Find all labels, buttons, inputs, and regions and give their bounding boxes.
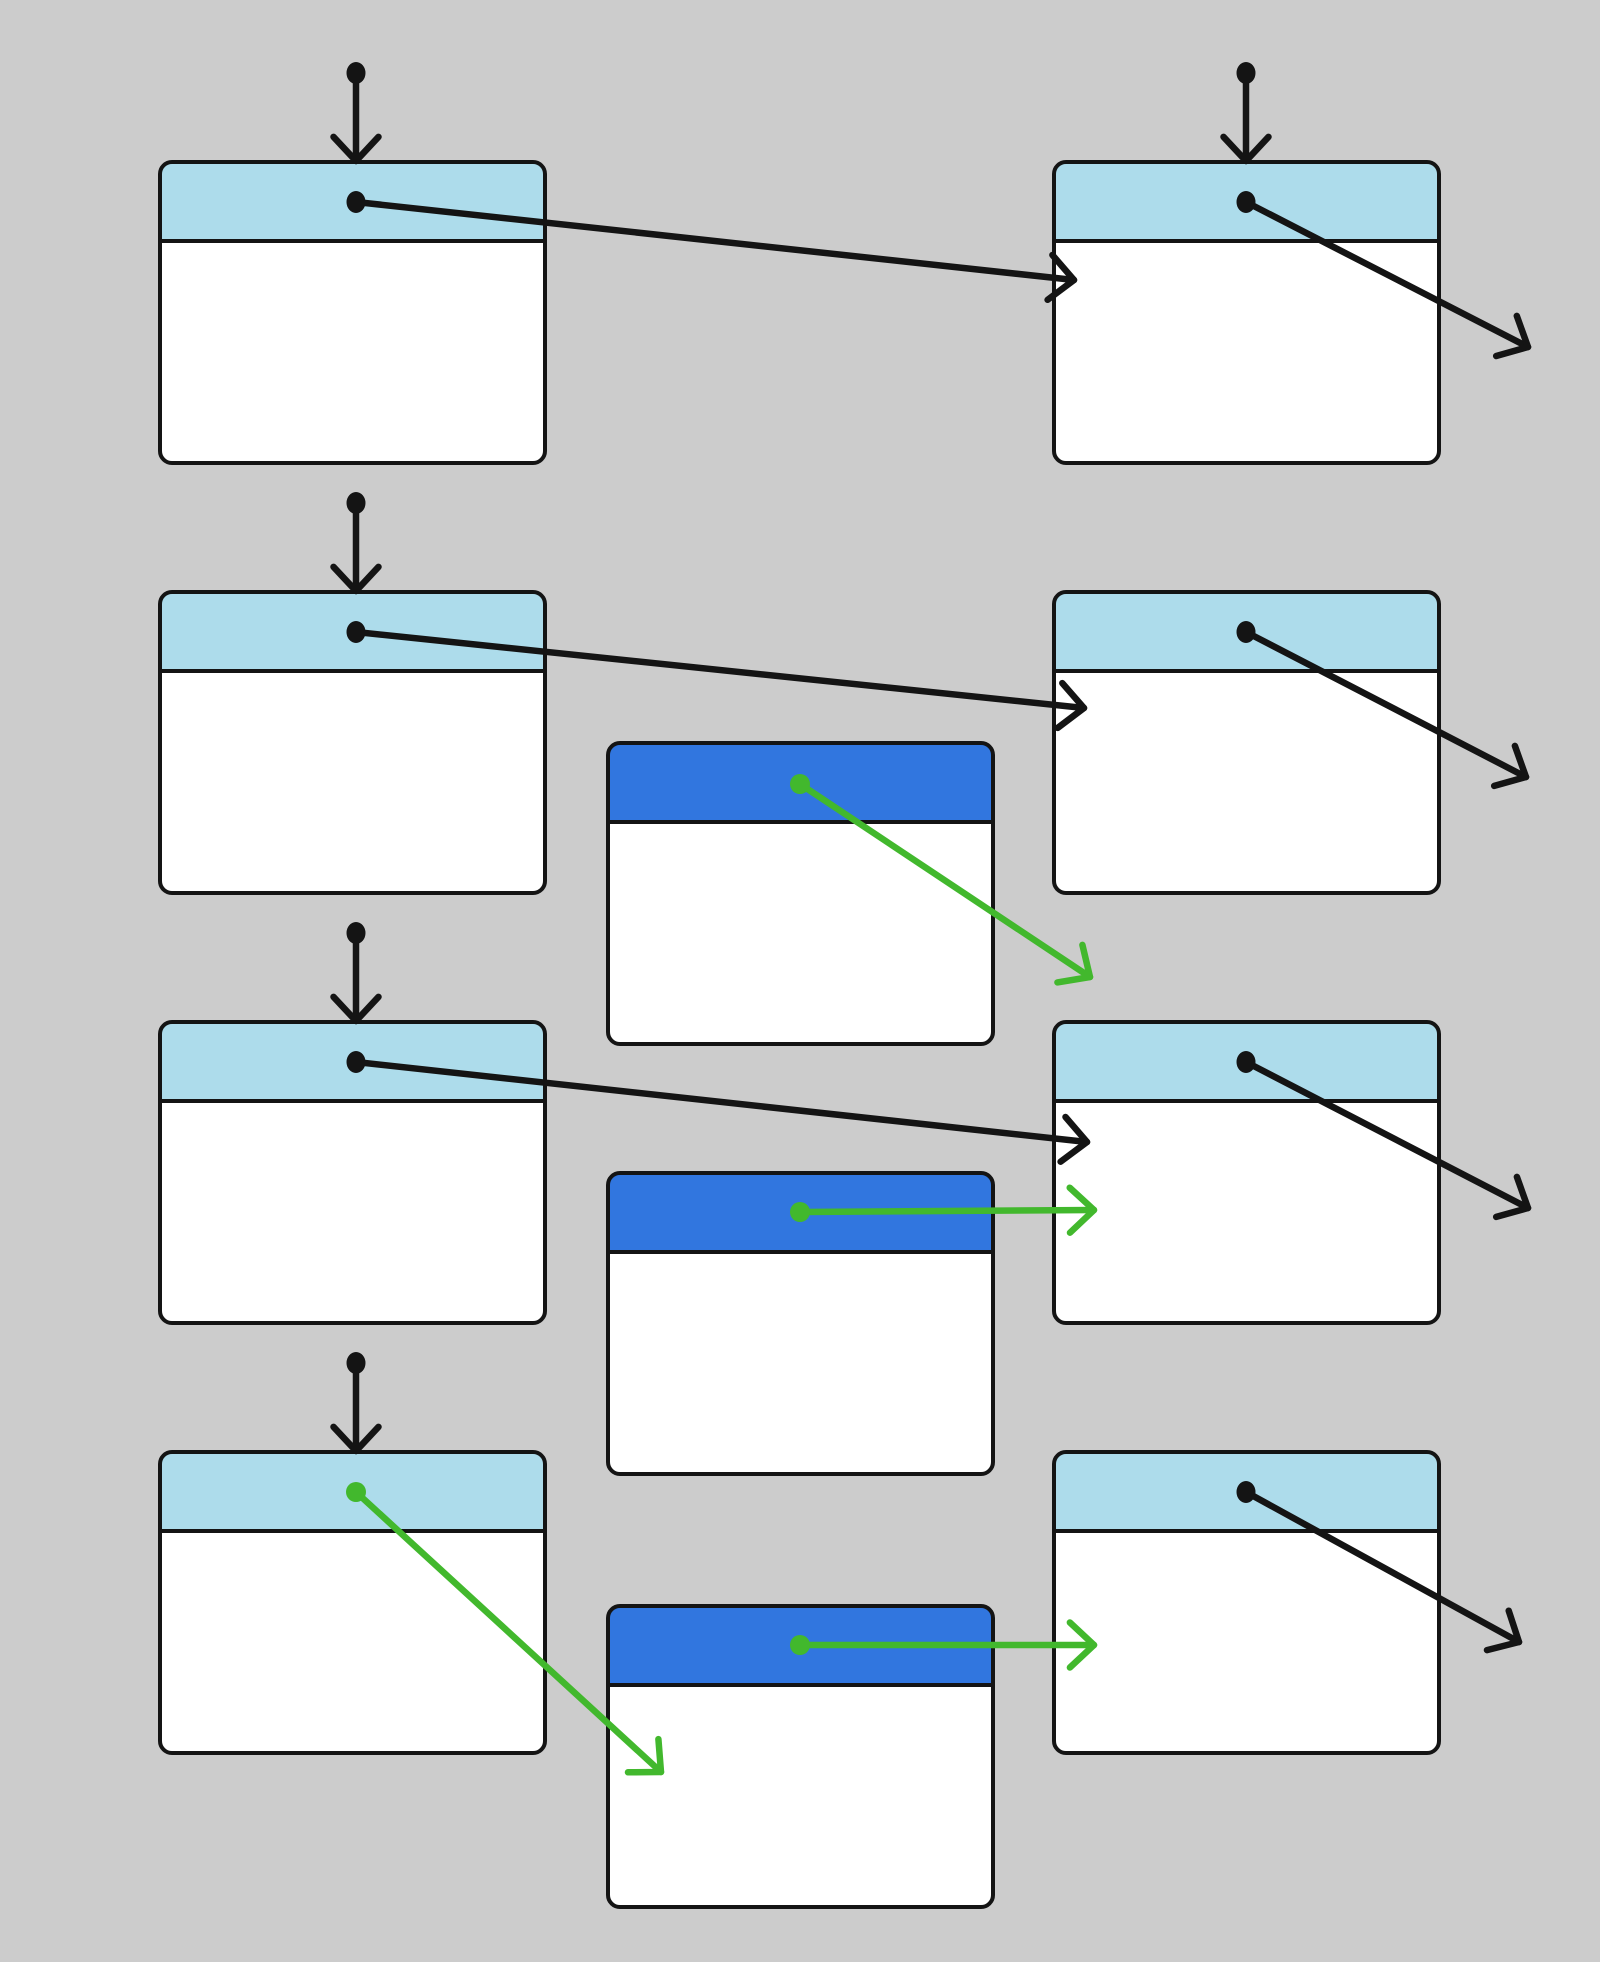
connector-dot [1236, 1481, 1256, 1503]
arrow-head [330, 1423, 382, 1455]
arrow-right-4-outgoing [1236, 1481, 1523, 1654]
arrow-right-1-outgoing [1236, 191, 1532, 360]
arrow-head [1066, 1619, 1098, 1671]
connector-dot [346, 1352, 366, 1374]
card-outline [606, 1604, 995, 1909]
card-outline [606, 741, 995, 1046]
arrow-stub-into-left-2 [330, 492, 382, 595]
arrow-head [330, 133, 382, 165]
arrow-head [330, 993, 382, 1025]
card-right-4 [1052, 1450, 1441, 1755]
card-middle-1 [606, 741, 995, 1046]
connector-dot [1236, 191, 1256, 213]
arrow-head [1066, 1184, 1098, 1236]
connector-dot [346, 1482, 366, 1502]
arrow-head [1490, 742, 1530, 790]
arrow-head [1483, 1607, 1523, 1654]
connector-dot [346, 492, 366, 514]
connector-dot [346, 1051, 366, 1073]
arrow-left-1-to-right-1 [346, 191, 1078, 304]
connector-dot [346, 62, 366, 84]
connector-dot [790, 1635, 810, 1655]
arrow-head [330, 563, 382, 595]
arrow-shaft [352, 1058, 1091, 1146]
card-outline [606, 1171, 995, 1476]
connector-dot [1236, 1051, 1256, 1073]
card-outline [1052, 590, 1441, 895]
connector-dot [346, 191, 366, 213]
arrow-right-2-outgoing [1236, 621, 1530, 790]
arrow-shaft [352, 1488, 665, 1776]
card-middle-3 [606, 1604, 995, 1909]
card-right-3 [1052, 1020, 1441, 1325]
arrow-left-3-to-right-3 [346, 1051, 1091, 1165]
arrow-head [1220, 133, 1272, 165]
arrow-head [624, 1735, 665, 1776]
arrow-middle-1-outgoing [790, 774, 1094, 986]
arrow-middle-2-to-right-3 [790, 1184, 1098, 1236]
arrow-head [1044, 251, 1078, 304]
arrow-shaft [1242, 628, 1530, 781]
arrow-shaft [796, 1206, 1098, 1216]
arrow-shaft [1242, 198, 1532, 351]
arrow-stub-into-right-1 [1220, 62, 1272, 165]
connector-dot [1236, 62, 1256, 84]
card-middle-2 [606, 1171, 995, 1476]
arrow-head [1492, 1173, 1532, 1221]
arrow-right-3-outgoing [1236, 1051, 1532, 1221]
arrow-shaft [1242, 1488, 1523, 1646]
card-left-2 [158, 590, 547, 895]
arrow-shaft [796, 780, 1094, 981]
arrow-head [1492, 312, 1532, 360]
arrow-stub-into-left-4 [330, 1352, 382, 1455]
arrow-shaft [352, 198, 1078, 284]
connector-dot [790, 774, 810, 794]
connector-dot [346, 922, 366, 944]
arrow-middle-3-to-right-4 [790, 1619, 1098, 1671]
connector-dot [790, 1202, 810, 1222]
card-outline [1052, 1020, 1441, 1325]
arrow-head [1054, 679, 1088, 732]
arrow-head [1054, 941, 1094, 986]
connector-dot [1236, 621, 1256, 643]
arrow-left-2-to-right-2 [346, 621, 1088, 732]
arrow-shaft [1242, 1058, 1532, 1212]
arrow-left-4-to-middle-3 [346, 1482, 665, 1776]
arrow-head [1057, 1113, 1091, 1165]
card-outline [1052, 1450, 1441, 1755]
arrow-shaft [352, 628, 1088, 712]
arrow-stub-into-left-3 [330, 922, 382, 1025]
connector-dot [346, 621, 366, 643]
arrow-stub-into-left-1 [330, 62, 382, 165]
